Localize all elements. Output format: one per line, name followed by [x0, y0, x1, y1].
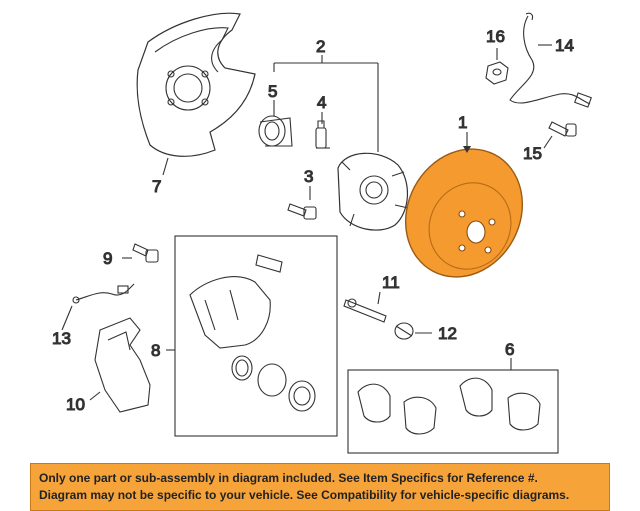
callout-3: 3	[304, 167, 313, 186]
callout-2: 2	[316, 37, 325, 56]
callout-14: 14	[555, 36, 574, 55]
brake-pads-box	[347, 369, 559, 454]
wear-sensor-part	[72, 283, 135, 304]
callout-5: 5	[268, 82, 277, 101]
hub-assembly-part	[337, 152, 409, 231]
callout-6: 6	[505, 340, 514, 359]
piston-seal-part	[231, 355, 316, 412]
callout-1: 1	[458, 113, 467, 132]
caliper-part	[189, 254, 283, 349]
brake-pads-part	[357, 377, 541, 435]
callout-13: 13	[52, 329, 71, 348]
bearing-part	[258, 115, 293, 147]
nut-part	[485, 61, 509, 85]
disclaimer-line-2: Diagram may not be specific to your vehi…	[39, 488, 570, 502]
callout-4: 4	[317, 93, 326, 112]
bleeder-part	[132, 243, 159, 263]
brake-rotor-part	[404, 148, 524, 278]
callout-8: 8	[151, 341, 160, 360]
callout-7: 7	[152, 177, 161, 196]
bolt-part-15	[548, 121, 577, 137]
caliper-kit-box	[174, 235, 338, 437]
callout-9: 9	[103, 249, 112, 268]
bolt-part-3	[287, 203, 317, 220]
bolt-part-4	[315, 120, 330, 149]
pin-boot-part	[394, 322, 414, 340]
guide-pin-part	[343, 298, 387, 323]
callout-11: 11	[382, 273, 400, 292]
caliper-bracket-part	[94, 317, 151, 413]
callout-15: 15	[523, 144, 542, 163]
callout-16: 16	[486, 27, 505, 46]
abs-sensor-wire-part	[509, 12, 592, 108]
dust-shield-part	[136, 12, 256, 157]
disclaimer-line-1: Only one part or sub-assembly in diagram…	[39, 471, 538, 485]
callout-10: 10	[66, 395, 85, 414]
callout-12: 12	[438, 324, 457, 343]
disclaimer-banner: Only one part or sub-assembly in diagram…	[30, 463, 610, 511]
